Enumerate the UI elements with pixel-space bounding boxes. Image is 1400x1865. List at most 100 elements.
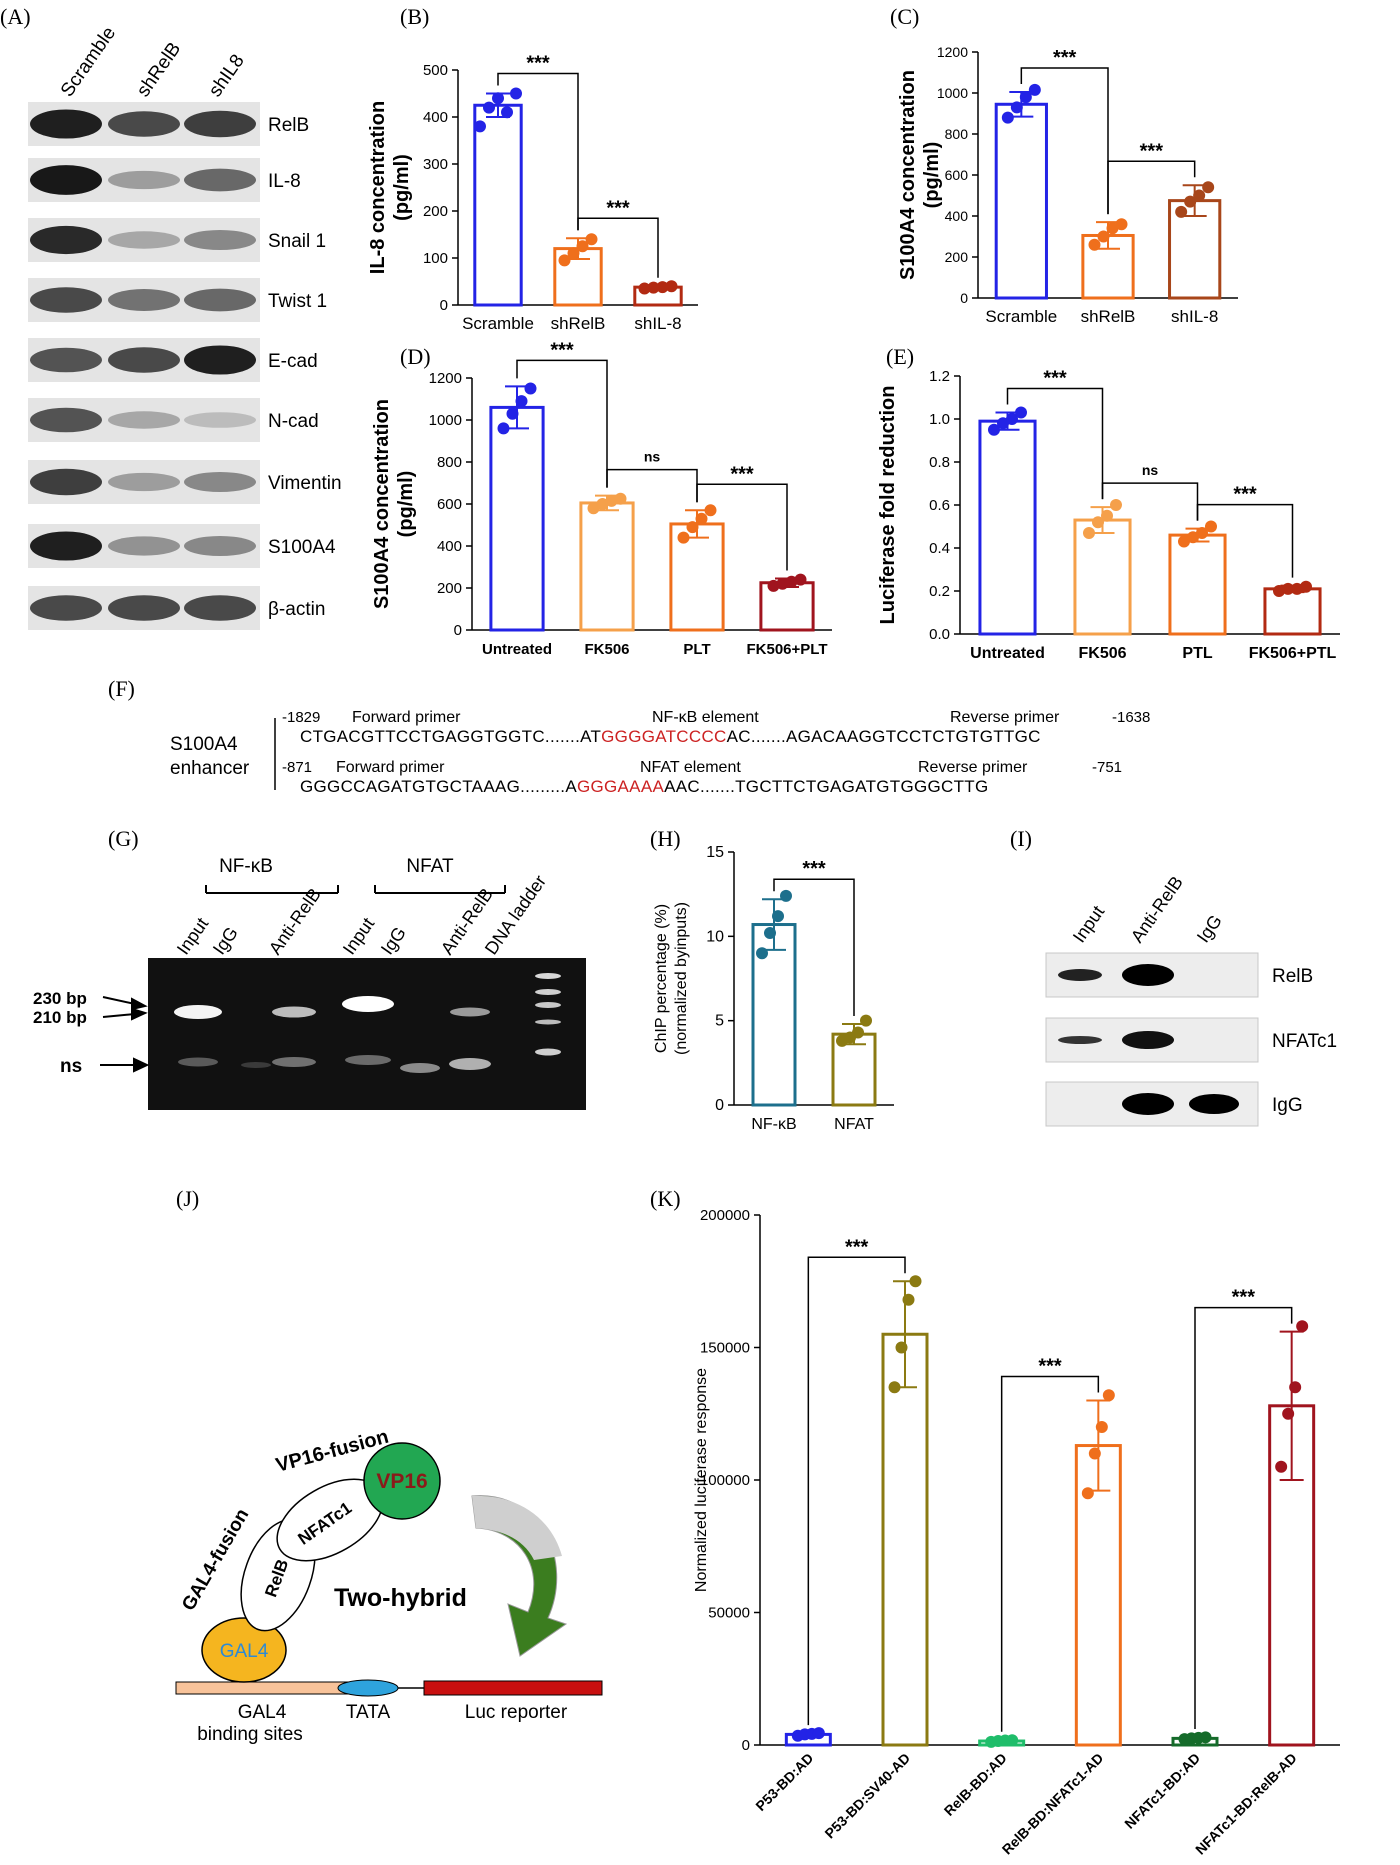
coip-lane-label: IgG: [1193, 911, 1226, 946]
x-tick-label: shRelB: [1081, 307, 1136, 326]
data-point: [1202, 181, 1215, 194]
data-point: [1088, 1447, 1101, 1460]
x-tick-label: NFAT: [834, 1116, 874, 1133]
data-point: [1184, 195, 1197, 208]
tata-label: TATA: [346, 1702, 391, 1723]
row1-reverse-primer: Reverse primer: [950, 709, 1060, 726]
data-point: [756, 947, 768, 960]
y-tick-label: 0: [715, 1097, 724, 1114]
marker-230: 230 bp: [33, 989, 87, 1008]
gel-lane-label: IgG: [209, 923, 242, 958]
gel-lane-label: Input: [173, 914, 212, 958]
x-tick-label: P53-BD:AD: [752, 1750, 816, 1814]
gel-group-nfat: NFAT: [406, 856, 454, 877]
blot-lane-label: shRelB: [133, 39, 185, 101]
x-tick-label: shIL-8: [634, 314, 681, 333]
data-point: [1282, 582, 1294, 595]
gal4-sites-label-2: binding sites: [197, 1724, 303, 1745]
gel-bracket-nfat: [374, 885, 506, 894]
data-point: [1001, 111, 1014, 124]
y-tick-label: 0: [454, 622, 462, 639]
blot-band: [108, 170, 180, 190]
data-point: [656, 281, 669, 294]
panel-letter-h: (H): [650, 826, 681, 851]
blot-band: [30, 347, 102, 373]
blot-row-label: IL-8: [268, 171, 301, 192]
significance-label: ***: [1232, 1287, 1256, 1309]
data-point: [1187, 531, 1199, 544]
coip-lane-label: Anti-RelB: [1127, 873, 1187, 947]
data-point: [772, 910, 784, 923]
row2-sequence: GGGCCAGATGTGCTAAAG.........AGGGAAAAAAC..…: [300, 777, 989, 796]
data-point: [567, 247, 580, 260]
panel-letter-a: (A): [0, 4, 31, 29]
bar: [579, 501, 635, 632]
row1-seq-b: AC.......AGACAAGGTCCTCTGTGTTGC: [727, 727, 1041, 746]
data-point: [1110, 499, 1122, 511]
gel-band: [535, 989, 561, 995]
panel-letter-g: (G): [108, 826, 139, 851]
data-point: [776, 577, 789, 590]
gel-lane-label: Anti-RelB: [265, 885, 325, 959]
blot-band: [30, 225, 102, 255]
y-tick-label: 1.0: [929, 411, 950, 428]
data-point: [1015, 406, 1027, 419]
significance-label: ***: [550, 339, 574, 361]
y-axis-label: (normalized byinputs): [673, 902, 690, 1055]
data-point: [1088, 238, 1101, 251]
gal4-label: GAL4: [220, 1641, 269, 1662]
vp16-domain: [363, 1442, 441, 1520]
data-point: [596, 498, 609, 510]
gel-band: [449, 1058, 491, 1070]
bar: [1168, 533, 1227, 636]
data-point: [1193, 189, 1206, 202]
data-point: [1291, 582, 1303, 595]
data-point: [1010, 101, 1023, 114]
panel-letter-k: (K): [650, 1186, 681, 1211]
blot-band: [108, 289, 180, 311]
data-point: [510, 87, 522, 100]
row2-start: -871: [282, 759, 312, 776]
gel-band: [174, 1005, 222, 1019]
y-tick-label: 200: [945, 249, 969, 265]
data-point: [1273, 585, 1285, 597]
gel-band: [241, 1062, 271, 1068]
blot-row-label: N-cad: [268, 411, 319, 432]
data-point: [1019, 91, 1032, 104]
y-tick-label: 1.2: [929, 368, 950, 385]
panel-letter-d: (D): [400, 344, 431, 369]
blot-row: β-actin: [28, 586, 325, 630]
y-tick-label: 1200: [429, 370, 462, 387]
y-axis-label: S100A4 concentration: [371, 399, 393, 609]
data-point: [1199, 1731, 1212, 1744]
data-point: [1289, 1381, 1302, 1394]
gal4-sites-label: GAL4: [238, 1702, 287, 1723]
data-point: [1092, 516, 1104, 529]
y-axis-label: (pg/ml): [921, 142, 943, 209]
data-point: [1196, 526, 1208, 539]
gel-band: [535, 973, 561, 979]
row1-seq-a: CTGACGTTCCTGAGGTGGTC.......AT: [300, 727, 601, 746]
gel-band: [272, 1057, 316, 1067]
promoter-panel: S100A4 enhancer -1829 Forward primer NF-…: [170, 709, 1150, 796]
marker-210: 210 bp: [33, 1008, 87, 1027]
bar: [473, 103, 523, 307]
y-tick-label: 600: [945, 167, 969, 183]
y-tick-label: 500: [423, 62, 448, 79]
x-tick-label: shRelB: [551, 314, 606, 333]
gel-band: [400, 1063, 440, 1073]
blot-row: IL-8: [28, 158, 301, 202]
data-point: [605, 494, 618, 507]
gel-lane-label: DNA ladder: [481, 871, 550, 958]
y-tick-label: 100000: [700, 1472, 750, 1489]
x-tick-label: NF-κB: [751, 1116, 796, 1133]
significance-bracket: [1107, 160, 1196, 215]
data-point: [794, 573, 807, 586]
x-tick-label: Untreated: [970, 645, 1045, 662]
enhancer-label: enhancer: [170, 758, 250, 779]
significance-label: ***: [1233, 484, 1257, 506]
